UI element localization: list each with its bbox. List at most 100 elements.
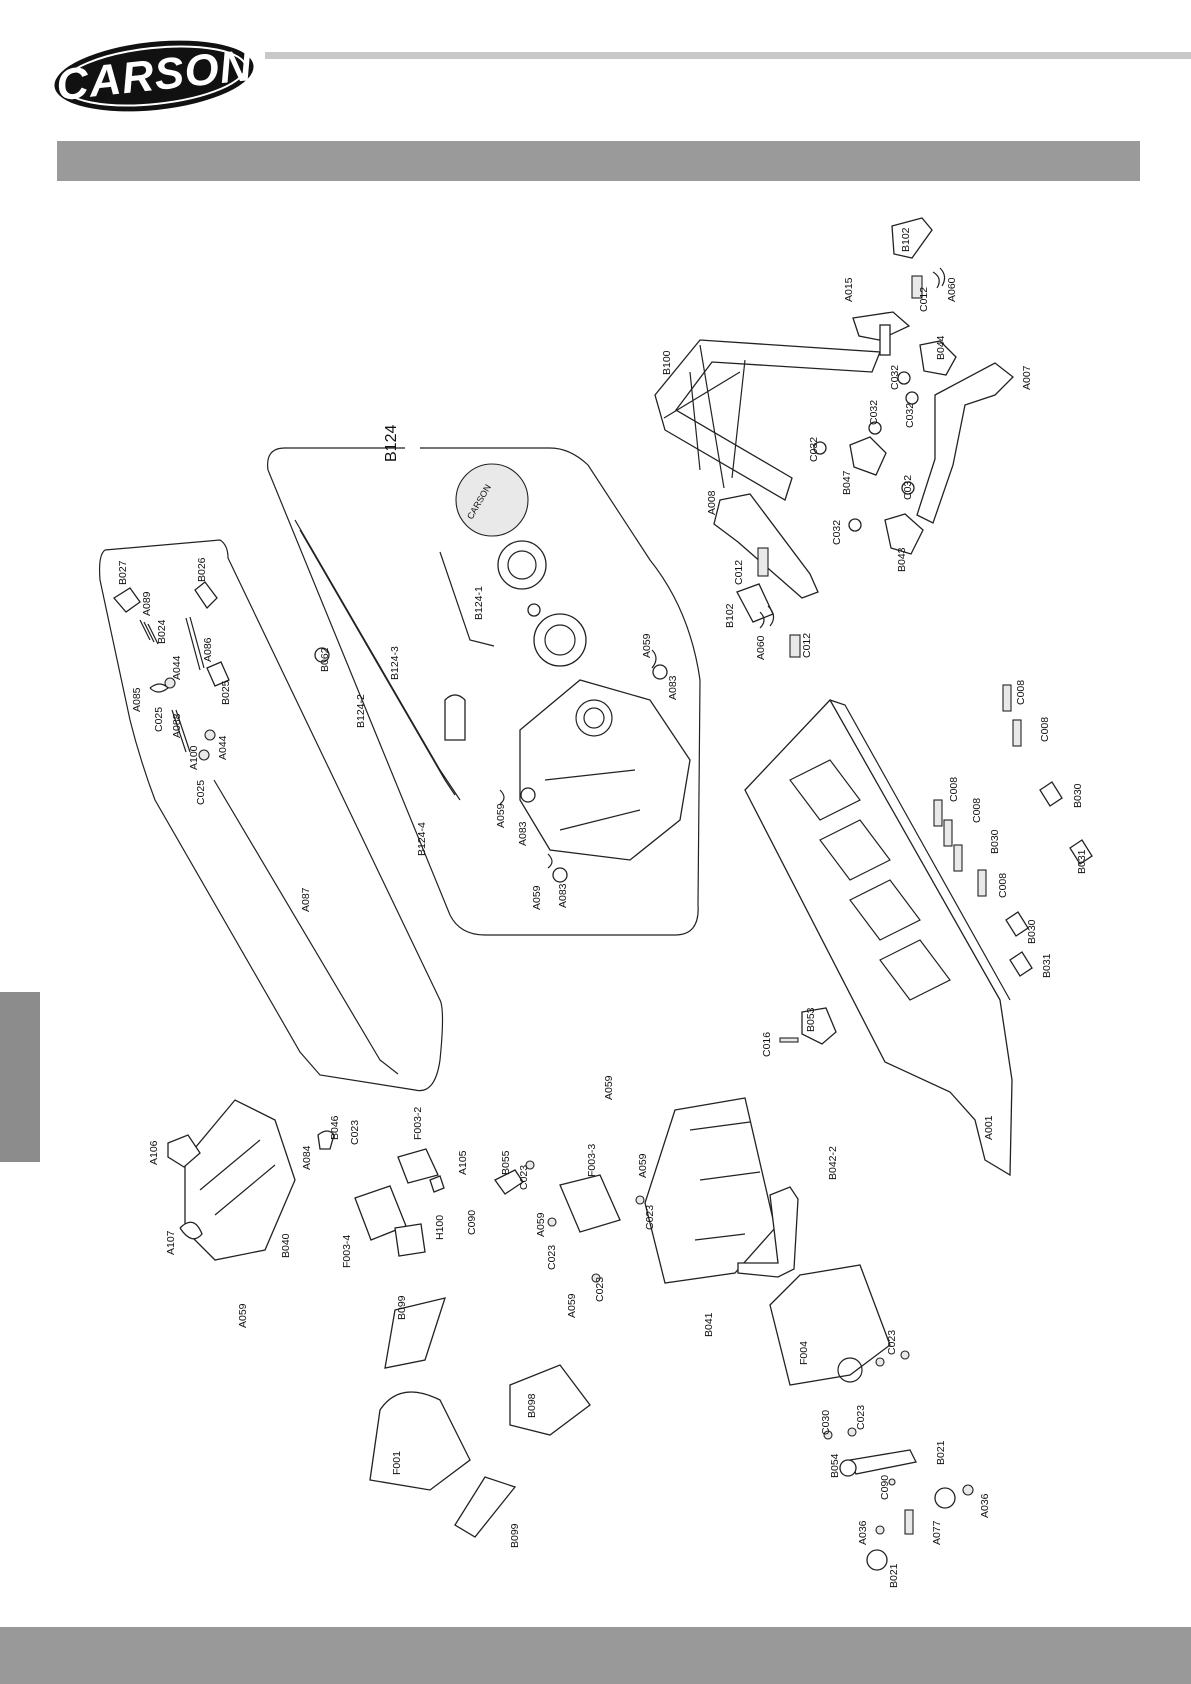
part-label-a036: A036 — [857, 1520, 869, 1545]
part-label-c032: C032 — [808, 437, 820, 462]
part-label-c090: C090 — [466, 1210, 478, 1235]
part-label-h100: H100 — [434, 1215, 446, 1240]
part-label-c032: C032 — [889, 365, 901, 390]
group-label-b124: B124 — [383, 425, 400, 462]
part-label-a089: A089 — [141, 591, 153, 616]
part-label-b099: B099 — [509, 1523, 521, 1548]
part-label-b055: B055 — [500, 1150, 512, 1175]
part-label-a088: A088 — [171, 713, 183, 738]
part-label-a077: A077 — [931, 1520, 943, 1545]
part-label-c032: C032 — [904, 403, 916, 428]
footer-bar — [0, 1627, 1191, 1684]
part-label-a059: A059 — [637, 1153, 649, 1178]
part-label-a044: A044 — [171, 655, 183, 680]
part-label-c008: C008 — [997, 873, 1009, 898]
part-label-c012: C012 — [801, 633, 813, 658]
header-rule — [265, 52, 1191, 59]
part-label-c008: C008 — [948, 777, 960, 802]
part-label-a015: A015 — [843, 277, 855, 302]
part-label-a059: A059 — [531, 885, 543, 910]
part-label-b124-2: B124-2 — [355, 694, 367, 728]
part-label-b098: B098 — [526, 1393, 538, 1418]
roll-frame-assembly — [654, 217, 1014, 658]
part-label-a007: A007 — [1021, 365, 1033, 390]
part-label-f004: F004 — [798, 1341, 810, 1365]
part-label-b031: B031 — [1041, 953, 1053, 978]
part-label-a059: A059 — [495, 803, 507, 828]
part-label-f003-2: F003-2 — [412, 1107, 424, 1140]
part-label-a086: A086 — [202, 637, 214, 662]
part-label-c032: C032 — [868, 400, 880, 425]
battery-box — [167, 1099, 645, 1283]
part-label-a059: A059 — [237, 1303, 249, 1328]
part-label-a044: A044 — [217, 735, 229, 760]
part-label-a106: A106 — [148, 1140, 160, 1165]
part-label-c008: C008 — [1039, 717, 1051, 742]
part-label-b053: B053 — [805, 1007, 817, 1032]
part-label-a059: A059 — [603, 1075, 615, 1100]
part-label-a060: A060 — [755, 635, 767, 660]
part-label-c023: C023 — [644, 1205, 656, 1230]
part-label-c032: C032 — [831, 520, 843, 545]
part-label-b102: B102 — [900, 227, 912, 252]
part-label-c008: C008 — [971, 798, 983, 823]
exploded-parts-diagram: B124 CARSON — [98, 217, 1093, 1588]
part-label-f003-4: F003-4 — [341, 1235, 353, 1268]
part-label-c023: C023 — [518, 1165, 530, 1190]
part-label-b040: B040 — [280, 1233, 292, 1258]
part-label-b124-1: B124-1 — [473, 586, 485, 620]
part-label-a059: A059 — [535, 1212, 547, 1237]
part-label-c023: C023 — [886, 1330, 898, 1355]
part-label-a059: A059 — [641, 633, 653, 658]
part-label-b021: B021 — [935, 1440, 947, 1465]
title-bar — [57, 141, 1140, 181]
part-label-f001: F001 — [391, 1451, 403, 1475]
part-label-a036: A036 — [979, 1493, 991, 1518]
part-label-b124-3: B124-3 — [389, 646, 401, 680]
part-label-a107: A107 — [165, 1230, 177, 1255]
part-label-a001: A001 — [983, 1115, 995, 1140]
part-label-a008: A008 — [706, 490, 718, 515]
part-label-b042-2: B042-2 — [827, 1146, 839, 1180]
part-label-c025: C025 — [153, 707, 165, 732]
part-label-c012: C012 — [918, 287, 930, 312]
steering-linkage — [823, 1427, 974, 1571]
part-label-b099: B099 — [396, 1295, 408, 1320]
part-label-c008: C008 — [1015, 680, 1027, 705]
part-label-c025: C025 — [195, 780, 207, 805]
part-label-c023: C023 — [594, 1277, 606, 1302]
part-label-c016: C016 — [761, 1032, 773, 1057]
part-label-f003-3: F003-3 — [586, 1144, 598, 1177]
chassis-plate — [744, 684, 1093, 1177]
foam-pieces — [369, 1297, 591, 1538]
part-label-a100: A100 — [188, 745, 200, 770]
part-label-b124-4: B124-4 — [416, 822, 428, 856]
part-label-b027: B027 — [117, 560, 129, 585]
part-label-c090: C090 — [879, 1475, 891, 1500]
part-label-a083: A083 — [557, 883, 569, 908]
fuel-tank-group: B124 CARSON — [267, 425, 701, 936]
part-label-c023: C023 — [349, 1120, 361, 1145]
part-label-a083: A083 — [667, 675, 679, 700]
part-label-c032: C032 — [902, 475, 914, 500]
part-label-c012: C012 — [733, 560, 745, 585]
part-label-b043: B043 — [896, 547, 908, 572]
radio-tray — [644, 1097, 910, 1386]
part-label-b021: B021 — [888, 1563, 900, 1588]
part-label-b047: B047 — [841, 470, 853, 495]
part-label-a059: A059 — [566, 1293, 578, 1318]
part-label-a087: A087 — [300, 887, 312, 912]
part-label-b062: B062 — [319, 647, 331, 672]
carson-logo: CARSON — [52, 36, 257, 116]
part-label-a084: A084 — [301, 1145, 313, 1170]
part-label-a085: A085 — [131, 687, 143, 712]
part-label-b030: B030 — [1072, 783, 1084, 808]
side-tab — [0, 992, 40, 1162]
part-label-b030: B030 — [989, 829, 1001, 854]
part-label-a083: A083 — [517, 821, 529, 846]
linkage-group — [98, 539, 444, 1092]
part-label-a060: A060 — [946, 277, 958, 302]
part-label-b025: B025 — [220, 680, 232, 705]
part-label-b102: B102 — [724, 603, 736, 628]
